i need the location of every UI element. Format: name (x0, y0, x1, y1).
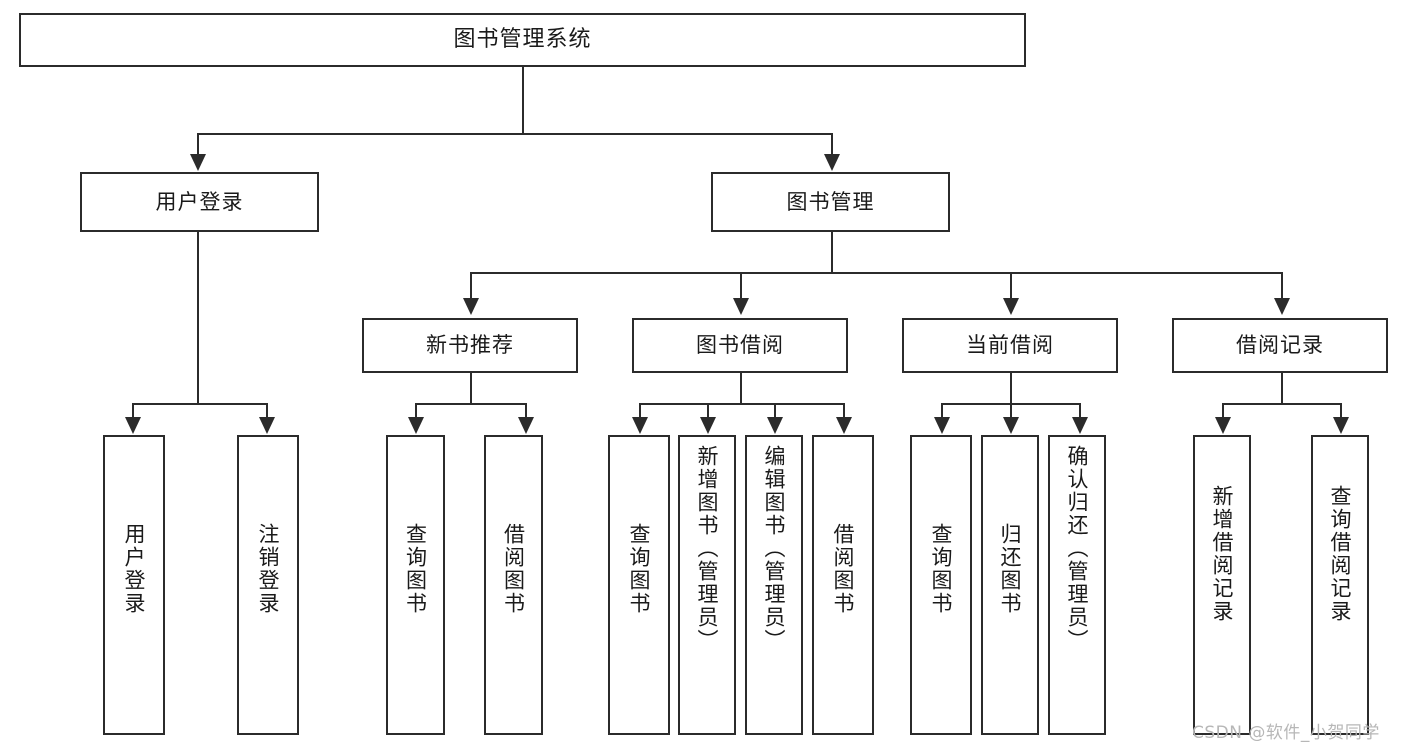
node-book-management[interactable]: 图书管理 (711, 172, 950, 232)
connector-root-to-book-manage (831, 133, 833, 155)
node-label: 新书推荐 (426, 333, 514, 358)
node-root-system[interactable]: 图书管理系统 (19, 13, 1026, 67)
node-label: 查询图书 (929, 523, 954, 615)
arrowhead-current-borrow-leaf-3 (1072, 417, 1088, 434)
arrowhead-book-borrow-leaf-4 (836, 417, 852, 434)
node-borrow-record[interactable]: 借阅记录 (1172, 318, 1388, 373)
connector-new-book-bus (415, 403, 525, 405)
leaf-new-book-query[interactable]: 查询图书 (386, 435, 445, 735)
connector-new-book-drop-1 (415, 403, 417, 418)
arrowhead-level3-book-borrow (733, 298, 749, 315)
leaf-current-borrow-query[interactable]: 查询图书 (910, 435, 972, 735)
node-label: 编辑图书（管理员） (762, 445, 787, 652)
connector-current-borrow-drop-1 (941, 403, 943, 418)
connector-current-borrow-drop-2 (1010, 403, 1012, 418)
connector-book-manage-drop-2 (740, 272, 742, 299)
connector-book-manage-drop-4 (1281, 272, 1283, 299)
node-label: 新增借阅记录 (1210, 485, 1235, 623)
connector-root-bus (197, 133, 831, 135)
node-label: 借阅图书 (831, 523, 856, 615)
node-label: 当前借阅 (966, 333, 1054, 358)
connector-new-book-drop-2 (525, 403, 527, 418)
node-current-borrow[interactable]: 当前借阅 (902, 318, 1118, 373)
node-label: 图书管理 (786, 189, 875, 214)
leaf-book-borrow-edit-admin[interactable]: 编辑图书（管理员） (745, 435, 803, 735)
arrowhead-user-login-leaf-2 (259, 417, 275, 434)
node-label: 查询图书 (627, 523, 652, 615)
arrowhead-new-book-leaf-2 (518, 417, 534, 434)
node-user-login[interactable]: 用户登录 (80, 172, 319, 232)
leaf-book-borrow-borrow[interactable]: 借阅图书 (812, 435, 874, 735)
node-label: 图书管理系统 (453, 27, 592, 53)
connector-user-login-stem (197, 232, 199, 403)
leaf-user-login-signout[interactable]: 注销登录 (237, 435, 299, 735)
connector-root-stem (522, 67, 524, 133)
arrowhead-level3-new-book (463, 298, 479, 315)
node-label: 归还图书 (998, 523, 1023, 615)
node-label: 用户登录 (122, 523, 147, 615)
node-label: 查询图书 (403, 523, 428, 615)
node-label: 借阅图书 (501, 523, 526, 615)
connector-book-manage-drop-1 (470, 272, 472, 299)
arrowhead-root-to-user-login (190, 154, 206, 171)
leaf-current-borrow-return[interactable]: 归还图书 (981, 435, 1039, 735)
node-label: 图书借阅 (696, 333, 784, 358)
node-label: 注销登录 (256, 523, 281, 615)
arrowhead-borrow-record-leaf-2 (1333, 417, 1349, 434)
connector-book-manage-bus (470, 272, 1281, 274)
connector-current-borrow-stem (1010, 373, 1012, 403)
connector-book-borrow-stem (740, 373, 742, 403)
leaf-current-borrow-confirm-admin[interactable]: 确认归还（管理员） (1048, 435, 1106, 735)
connector-root-to-user-login (197, 133, 199, 155)
connector-current-borrow-drop-3 (1079, 403, 1081, 418)
node-new-book-recommend[interactable]: 新书推荐 (362, 318, 578, 373)
node-book-borrow[interactable]: 图书借阅 (632, 318, 848, 373)
connector-book-manage-stem (831, 232, 833, 272)
arrowhead-book-borrow-leaf-3 (767, 417, 783, 434)
node-label: 确认归还（管理员） (1065, 445, 1090, 652)
connector-book-borrow-drop-3 (774, 403, 776, 418)
leaf-borrow-record-query[interactable]: 查询借阅记录 (1311, 435, 1369, 735)
csdn-watermark: CSDN @软件_小贺同学 (1192, 723, 1380, 743)
arrowhead-book-borrow-leaf-2 (700, 417, 716, 434)
leaf-book-borrow-add-admin[interactable]: 新增图书（管理员） (678, 435, 736, 735)
connector-user-login-drop-2 (266, 403, 268, 418)
connector-book-manage-drop-3 (1010, 272, 1012, 299)
connector-borrow-record-drop-2 (1340, 403, 1342, 418)
connector-book-borrow-bus (639, 403, 843, 405)
connector-user-login-bus (132, 403, 266, 405)
connector-book-borrow-drop-4 (843, 403, 845, 418)
node-label: 用户登录 (155, 189, 244, 214)
connector-borrow-record-drop-1 (1222, 403, 1224, 418)
arrowhead-level3-borrow-record (1274, 298, 1290, 315)
connector-user-login-drop-1 (132, 403, 134, 418)
connector-borrow-record-stem (1281, 373, 1283, 403)
arrowhead-level3-current-borrow (1003, 298, 1019, 315)
arrowhead-new-book-leaf-1 (408, 417, 424, 434)
arrowhead-book-borrow-leaf-1 (632, 417, 648, 434)
arrowhead-current-borrow-leaf-2 (1003, 417, 1019, 434)
leaf-user-login-signin[interactable]: 用户登录 (103, 435, 165, 735)
arrowhead-borrow-record-leaf-1 (1215, 417, 1231, 434)
connector-book-borrow-drop-2 (707, 403, 709, 418)
node-label: 借阅记录 (1236, 333, 1324, 358)
leaf-new-book-borrow[interactable]: 借阅图书 (484, 435, 543, 735)
connector-new-book-stem (470, 373, 472, 403)
node-label: 新增图书（管理员） (695, 445, 720, 652)
leaf-borrow-record-add[interactable]: 新增借阅记录 (1193, 435, 1251, 735)
connector-book-borrow-drop-1 (639, 403, 641, 418)
arrowhead-current-borrow-leaf-1 (934, 417, 950, 434)
leaf-book-borrow-query[interactable]: 查询图书 (608, 435, 670, 735)
arrowhead-root-to-book-manage (824, 154, 840, 171)
arrowhead-user-login-leaf-1 (125, 417, 141, 434)
connector-borrow-record-bus (1222, 403, 1340, 405)
node-label: 查询借阅记录 (1328, 485, 1353, 623)
